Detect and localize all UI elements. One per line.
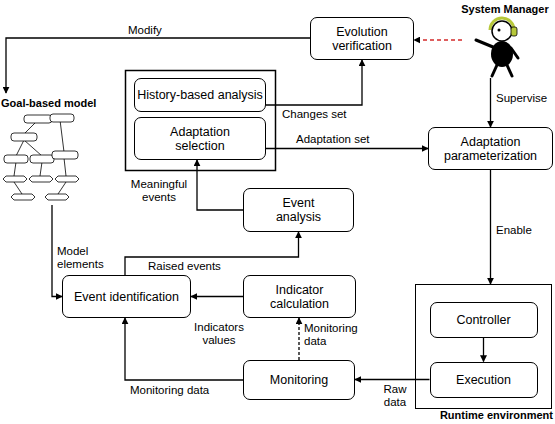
flow-arrow [483,338,484,362]
edge-label: Adaptation set [296,133,370,146]
flow-arrow [191,296,243,297]
body [491,41,513,67]
flow-arrow [490,78,491,127]
box-label: Event identification [74,290,179,304]
box-label: History-based analysis [137,88,263,102]
edge-label: Modify [128,24,162,37]
tree-link [16,140,24,156]
runtime-frame: Runtime environmentControllerExecution [415,284,552,409]
box-label: Indicator calculation [254,283,345,311]
box-label: Monitoring [270,373,328,387]
goal-tree [3,114,79,200]
box-label: Controller [456,313,510,327]
tree-goal [4,155,28,163]
process-box: Evolution verification [310,17,414,60]
process-box: History-based analysis [134,78,266,112]
tree-task [45,194,69,200]
tree-task [11,194,35,200]
tree-link [40,162,42,176]
tree-goal [11,133,37,141]
edge-label: Supervise [496,92,547,105]
edge-label: Indicators values [190,321,248,347]
leg [492,65,497,76]
box-label: Event analysis [266,196,331,224]
process-box: Adaptation parameterization [428,127,553,170]
box-label: Evolution verification [317,25,407,53]
edge-label: Monitoring data [130,384,209,397]
headset-cup [511,27,517,36]
arm [476,40,493,47]
process-box: Controller [430,302,538,338]
goal-model: Goal-based model [0,93,96,205]
box-label: Adaptation selection [159,125,241,153]
flow-arrow [266,148,428,149]
flow-arrow [266,60,362,105]
process-box: Indicator calculation [243,275,356,318]
manager-figure [476,18,518,76]
flow-arrow [125,232,299,275]
heading-label: Runtime environment [440,409,553,422]
tree-link [14,182,22,194]
edge-label: Raised events [148,260,221,273]
heading-label: Goal-based model [1,97,96,110]
flow-arrow [298,318,299,360]
tree-link [24,140,42,156]
edge-label: Changes set [282,108,347,121]
flow-arrow [355,379,430,380]
tree-task [29,176,53,182]
flow-arrow [414,39,462,40]
tree-goal [52,151,78,159]
tree-goal [30,155,54,163]
tree-goal [24,115,52,123]
tree-task [55,176,79,182]
edge-label: Model elements [57,245,109,271]
tree-link [14,162,16,176]
tree-link [64,158,66,176]
manager-actor: System Manager [462,0,548,78]
process-box: Execution [430,362,538,398]
process-box: Event analysis [243,188,354,232]
flow-arrow [490,170,491,284]
process-box: Adaptation selection [134,117,266,160]
group-frame [126,71,276,171]
tree-task [3,176,27,182]
box-label: Adaptation parameterization [435,135,546,163]
heading-label: System Manager [461,3,548,16]
process-box: Event identification [62,275,191,318]
leg [507,65,512,76]
edge-label: Enable [496,224,532,237]
tree-goal [50,114,74,122]
arm [511,48,518,58]
edge-label: Meaningful events [124,178,194,204]
head [492,21,512,41]
process-box: Monitoring [243,360,355,400]
eye [498,29,501,32]
edge-label: Monitoring data [304,322,359,348]
tree-link [58,182,66,194]
flow-arrow [197,160,243,210]
edge-label: Raw data [375,383,415,409]
tree-link [60,120,64,152]
box-label: Execution [456,373,511,387]
